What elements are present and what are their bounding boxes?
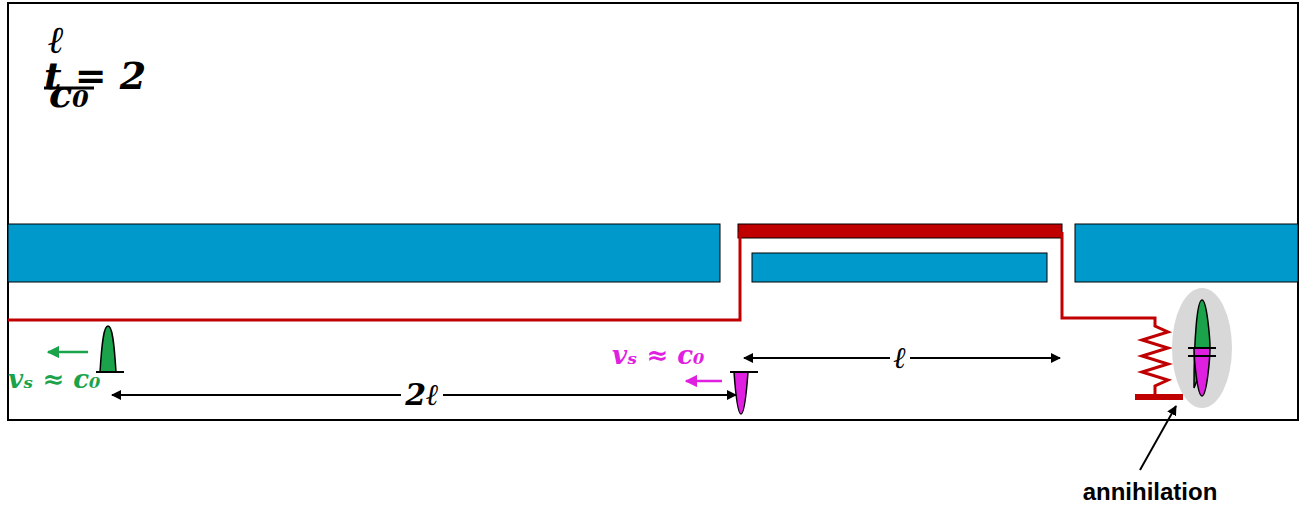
- wall-middle: [752, 253, 1047, 282]
- speed-label: vₛ ≈ c₀: [612, 342, 704, 368]
- frame: [8, 3, 1298, 420]
- speed-label: vₛ ≈ c₀: [8, 366, 100, 392]
- red-profile-spring: [8, 232, 1168, 396]
- wall-left: [8, 224, 720, 282]
- dimension: 2ℓ: [401, 380, 443, 410]
- green-pulse: [100, 326, 116, 372]
- formula-part: c₀: [49, 75, 89, 113]
- leader: [1140, 406, 1176, 470]
- wall-right: [1075, 224, 1298, 282]
- dimension: ℓ: [890, 343, 911, 373]
- magenta-pulse: [734, 372, 748, 414]
- red-plate: [738, 224, 1062, 238]
- formula-part: ℓ: [48, 21, 64, 59]
- spring-base: [1135, 394, 1183, 400]
- annihilation-zone: [1172, 288, 1232, 408]
- annotation: annihilation: [1083, 480, 1218, 504]
